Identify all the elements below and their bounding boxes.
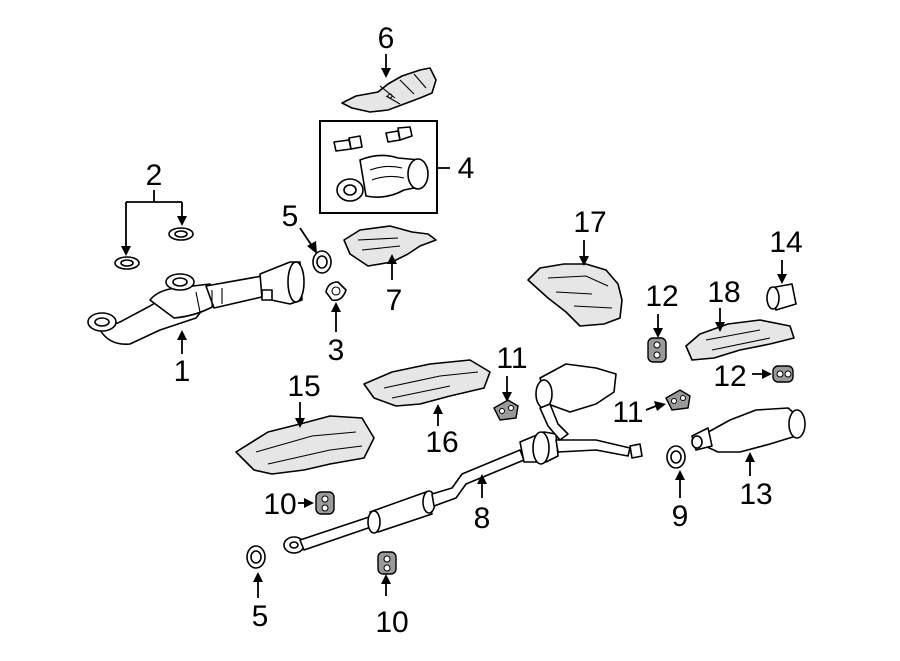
stud-bolt-right [385, 126, 413, 143]
part-13-rear-muffler[interactable] [691, 407, 806, 453]
callout-11-left: 11 [496, 342, 527, 375]
part-3-clamp[interactable] [325, 281, 347, 302]
callout-numbers: 1 2 3 4 5 5 6 7 8 9 10 10 11 11 12 12 13… [146, 22, 803, 639]
callout-16: 16 [425, 426, 458, 459]
callout-18: 18 [707, 276, 740, 309]
part-7-lower-heat-shield[interactable] [343, 225, 437, 267]
part-12-hanger-upper[interactable] [647, 337, 667, 363]
part-15-heat-shield[interactable] [235, 415, 375, 475]
callout-12-upper: 12 [645, 280, 678, 313]
part-8-center-pipe[interactable] [283, 363, 643, 554]
leader-lines [121, 54, 787, 598]
part-11-hanger-right[interactable] [665, 389, 691, 411]
callout-3: 3 [328, 334, 345, 367]
callout-1: 1 [174, 355, 191, 388]
callout-6: 6 [378, 22, 395, 55]
callout-10-lower: 10 [375, 606, 408, 639]
part-10-hanger-upper[interactable] [315, 491, 335, 515]
part-9-gasket[interactable] [666, 445, 686, 469]
part-17-heat-shield[interactable] [527, 263, 623, 327]
callout-4: 4 [458, 152, 475, 185]
part-14-bushing[interactable] [766, 283, 797, 311]
part-6-upper-heat-shield[interactable] [341, 67, 437, 113]
callout-11-right: 11 [612, 396, 643, 429]
callout-13: 13 [739, 478, 772, 511]
part-1-front-pipe[interactable] [87, 261, 305, 346]
part-11-hanger-left[interactable] [493, 399, 519, 421]
part-4-catalytic-converter-group[interactable] [319, 120, 438, 214]
callout-12-lower: 12 [713, 360, 746, 393]
callout-17: 17 [573, 206, 606, 239]
part-18-heat-shield[interactable] [685, 319, 795, 361]
part-5-gasket-lower[interactable] [246, 545, 266, 569]
callout-7: 7 [386, 284, 403, 317]
callout-5-lower: 5 [252, 600, 269, 633]
callout-2: 2 [146, 159, 163, 192]
stud-bolt-left [333, 135, 363, 152]
callout-9: 9 [672, 500, 689, 533]
part-2-gaskets[interactable] [114, 227, 194, 270]
part-10-hanger-lower[interactable] [377, 551, 397, 575]
callout-10-upper: 10 [263, 488, 296, 521]
callout-14: 14 [769, 226, 802, 259]
part-16-heat-shield[interactable] [363, 359, 491, 407]
callout-15: 15 [287, 370, 320, 403]
callout-8: 8 [474, 502, 491, 535]
part-5-gasket-upper[interactable] [312, 250, 332, 274]
part-12-hanger-lower[interactable] [772, 365, 794, 383]
callout-5-upper: 5 [282, 200, 299, 233]
